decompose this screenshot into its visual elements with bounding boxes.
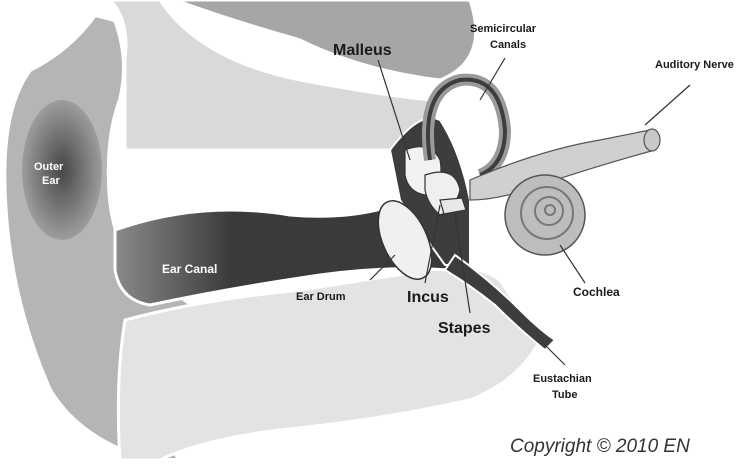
label-stapes: Stapes xyxy=(438,320,491,337)
label-auditory-nerve: Auditory Nerve xyxy=(655,59,734,71)
label-outer-ear-line2: Ear xyxy=(42,175,60,187)
label-malleus: Malleus xyxy=(333,42,392,59)
label-ear-drum: Ear Drum xyxy=(296,291,346,303)
leader-cochlea xyxy=(560,245,585,283)
label-eustachian-line1: Eustachian xyxy=(533,373,592,385)
leader-eustachian xyxy=(545,345,565,365)
label-cochlea: Cochlea xyxy=(573,285,620,299)
label-semicircular-line1: Semicircular xyxy=(470,23,537,35)
label-semicircular-line2: Canals xyxy=(490,39,526,51)
leader-auditory-nerve xyxy=(645,85,690,125)
label-ear-canal: Ear Canal xyxy=(162,262,217,276)
auditory-nerve-end xyxy=(644,129,660,151)
copyright-notice: Copyright © 2010 EN xyxy=(510,436,690,458)
label-eustachian-line2: Tube xyxy=(552,389,577,401)
label-incus: Incus xyxy=(407,289,449,306)
label-outer-ear-line1: Outer xyxy=(34,161,64,173)
